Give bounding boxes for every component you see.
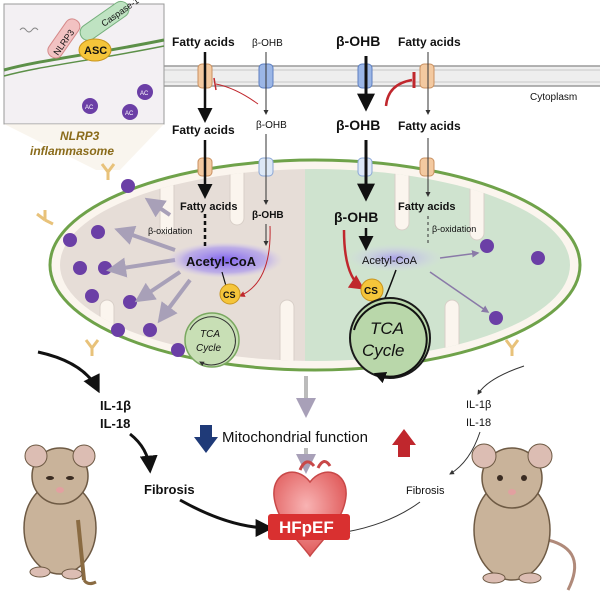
cell-membrane: [150, 65, 600, 87]
left-acetyl-coa: Acetyl-CoA: [186, 254, 257, 269]
right-fibrosis-to-hfpef-arrow: [345, 501, 421, 534]
left-il-to-fibrosis-arrow: [129, 432, 158, 474]
left-fatty-acids-top: Fatty acids: [172, 35, 235, 49]
left-tca-line2: Cycle: [196, 343, 221, 354]
left-il1b: IL-1β: [100, 398, 131, 413]
inflammasome-inset: Caspase-1 NLRP3 ASC AC AC AC: [3, 0, 165, 125]
mouse-young-icon: [471, 443, 577, 591]
ac-dot: AC: [125, 111, 134, 117]
ac-particles-left: [63, 179, 185, 357]
hfpef-label: HFpEF: [279, 518, 334, 537]
right-pathway-arrows: [342, 52, 431, 301]
left-pathway-arrows: [197, 52, 271, 297]
asc-label: ASC: [84, 45, 107, 57]
right-cs-label: CS: [364, 286, 378, 297]
mouse-old-icon: [23, 444, 97, 586]
left-cs-label: CS: [223, 290, 236, 300]
right-bohb-top: β-OHB: [336, 33, 380, 49]
right-fibrosis: Fibrosis: [406, 485, 445, 497]
right-acetyl-coa: Acetyl-CoA: [362, 255, 418, 267]
hfpef-badge: [268, 514, 350, 540]
left-beta-oxidation: β-oxidation: [148, 226, 192, 236]
ac-dot: AC: [85, 105, 94, 111]
cytoplasm-label: Cytoplasm: [530, 92, 577, 103]
left-fibrosis: Fibrosis: [144, 482, 195, 497]
right-bohb-cyto: β-OHB: [336, 117, 380, 133]
heart-icon: [273, 460, 347, 558]
left-fibrosis-to-hfpef-arrow: [179, 498, 274, 537]
right-fatty-acids-top: Fatty acids: [398, 35, 461, 49]
left-bohb-cyto: β-OHB: [256, 120, 287, 131]
right-il1b: IL-1β: [466, 399, 491, 411]
receptor-y-icon: [36, 163, 520, 356]
left-tca-line1: TCA: [200, 329, 220, 340]
left-tca-cycle: [184, 312, 240, 368]
up-arrow-icon: [392, 429, 416, 457]
right-cs-badge: [360, 278, 384, 302]
down-arrow-icon: [194, 425, 218, 453]
inflammasome-title: inflammasome: [30, 144, 114, 158]
left-bohb-top: β-OHB: [252, 38, 283, 49]
right-bohb-mito: β-OHB: [334, 209, 378, 225]
ac-dot: AC: [140, 91, 149, 97]
right-beta-oxidation: β-oxidation: [432, 224, 476, 234]
right-tca-cycle: [349, 297, 431, 379]
right-il-to-fibrosis-arrow: [449, 431, 481, 475]
left-il18: IL-18: [100, 416, 130, 431]
right-fatty-acids-mito: Fatty acids: [398, 201, 455, 213]
right-fatty-acids-cyto: Fatty acids: [398, 119, 461, 133]
right-tca-line1: TCA: [370, 319, 404, 338]
inflammasome-title: NLRP3: [60, 129, 100, 143]
inset-callout: [4, 124, 164, 170]
acetylcoa-glow-right: [347, 244, 443, 272]
left-cs-badge: [219, 283, 241, 305]
left-fatty-acids-cyto: Fatty acids: [172, 123, 235, 137]
acetylcoa-export-arrows-right: [429, 250, 490, 313]
right-il18: IL-18: [466, 417, 491, 429]
right-inflammasome-arrow: [477, 365, 525, 395]
left-inflammasome-arrow: [37, 350, 100, 394]
right-tca-line2: Cycle: [362, 341, 405, 360]
left-bohb-mito: β-OHB: [252, 210, 284, 221]
acetylcoa-export-arrows-left: [106, 197, 192, 324]
mito-function-label: Mitochondrial function: [222, 429, 368, 446]
left-fatty-acids-mito: Fatty acids: [180, 201, 237, 213]
acetylcoa-glow-left: [167, 242, 283, 278]
ac-particles-right: [480, 239, 545, 325]
